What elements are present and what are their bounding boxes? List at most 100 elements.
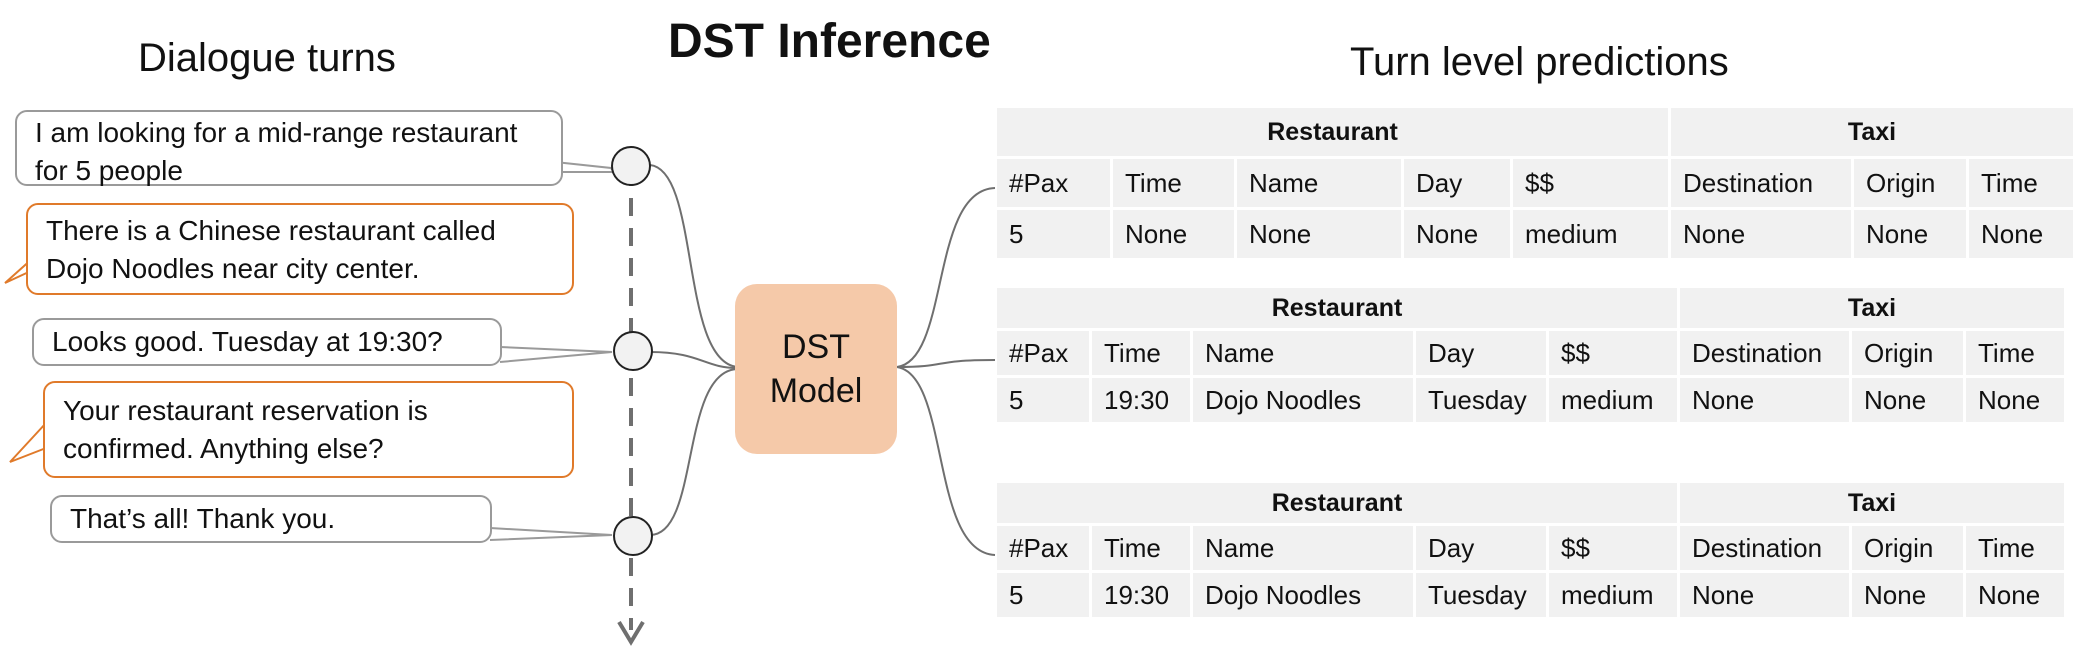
turn-2-line-1: There is a Chinese restaurant called [46, 215, 496, 246]
model-label-line-1: DST [781, 328, 850, 366]
model-to-table-3 [896, 366, 996, 556]
table-value-cell: 19:30 [1092, 378, 1190, 422]
table-value-cell: None [1852, 378, 1963, 422]
prediction-table-1: Restaurant Taxi #Pax Time Name Day $$ De… [994, 105, 2076, 261]
table-header-cell: $$ [1513, 159, 1668, 207]
dialogue-turn-4: Your restaurant reservation is confirmed… [43, 381, 574, 478]
table-2-value-row: 5 19:30 Dojo Noodles Tuesday medium None… [997, 378, 2064, 422]
model-to-table-1 [896, 187, 996, 368]
table-value-cell: None [1671, 210, 1851, 258]
table-1-domain-row: Restaurant Taxi [997, 108, 2073, 156]
table-value-cell: None [1852, 573, 1963, 617]
table-value-cell: None [1680, 378, 1849, 422]
table-value-cell: None [1237, 210, 1401, 258]
table-value-cell: medium [1549, 378, 1677, 422]
table-value-cell: Tuesday [1416, 573, 1546, 617]
table-value-cell: Dojo Noodles [1193, 378, 1413, 422]
table-3-domain-restaurant: Restaurant [997, 483, 1677, 523]
dialogue-turn-2: There is a Chinese restaurant called Doj… [26, 203, 574, 295]
table-header-cell: Time [1969, 159, 2073, 207]
turn-4-line-2: confirmed. Anything else? [63, 433, 384, 464]
table-header-cell: Time [1966, 331, 2064, 375]
dialogue-turn-1: I am looking for a mid-range restaurant … [15, 110, 563, 186]
predictions-heading: Turn level predictions [1350, 40, 1729, 84]
turn-4-tail [9, 422, 47, 463]
table-3-domain-taxi: Taxi [1680, 483, 2064, 523]
table-header-cell: $$ [1549, 331, 1677, 375]
prediction-table-3: Restaurant Taxi #Pax Time Name Day $$ De… [994, 480, 2067, 620]
turn-5-to-model [649, 368, 738, 536]
table-3-domain-row: Restaurant Taxi [997, 483, 2064, 523]
table-value-cell: None [1854, 210, 1966, 258]
table-header-cell: Destination [1680, 331, 1849, 375]
prediction-table-2: Restaurant Taxi #Pax Time Name Day $$ De… [994, 285, 2067, 425]
table-value-cell: 5 [997, 573, 1089, 617]
table-value-cell: None [1966, 378, 2064, 422]
turn-3-line-1: Looks good. Tuesday at 19:30? [52, 326, 443, 357]
table-2-domain-row: Restaurant Taxi [997, 288, 2064, 328]
table-header-cell: Origin [1852, 526, 1963, 570]
dialogue-heading: Dialogue turns [138, 36, 396, 80]
turn-node-2 [613, 331, 653, 371]
table-header-cell: #Pax [997, 331, 1089, 375]
diagram-title: DST Inference [668, 15, 991, 68]
dialogue-turn-5: That’s all! Thank you. [50, 495, 492, 543]
table-header-cell: Time [1092, 331, 1190, 375]
table-value-cell: 19:30 [1092, 573, 1190, 617]
table-1-header-row: #Pax Time Name Day $$ Destination Origin… [997, 159, 2073, 207]
table-1-domain-restaurant: Restaurant [997, 108, 1668, 156]
turn-5-connector [489, 527, 613, 541]
table-header-cell: Time [1113, 159, 1234, 207]
table-value-cell: 5 [997, 210, 1110, 258]
turn-1-line-2: for 5 people [35, 155, 183, 186]
table-1-value-row: 5 None None None medium None None None [997, 210, 2073, 258]
table-value-cell: Dojo Noodles [1193, 573, 1413, 617]
turn-4-line-1: Your restaurant reservation is [63, 395, 428, 426]
table-3-value-row: 5 19:30 Dojo Noodles Tuesday medium None… [997, 573, 2064, 617]
table-value-cell: None [1680, 573, 1849, 617]
table-header-cell: #Pax [997, 526, 1089, 570]
table-2-domain-restaurant: Restaurant [997, 288, 1677, 328]
table-header-cell: Time [1092, 526, 1190, 570]
table-value-cell: medium [1549, 573, 1677, 617]
table-value-cell: None [1969, 210, 2073, 258]
table-header-cell: Destination [1671, 159, 1851, 207]
model-to-table-2 [896, 359, 996, 368]
dialogue-turn-3: Looks good. Tuesday at 19:30? [32, 318, 502, 366]
table-header-cell: #Pax [997, 159, 1110, 207]
table-header-cell: Destination [1680, 526, 1849, 570]
table-value-cell: None [1113, 210, 1234, 258]
table-3-header-row: #Pax Time Name Day $$ Destination Origin… [997, 526, 2064, 570]
table-header-cell: Name [1193, 526, 1413, 570]
timeline-arrowhead [617, 620, 645, 646]
turn-1-line-1: I am looking for a mid-range restaurant [35, 117, 518, 148]
table-header-cell: Day [1416, 526, 1546, 570]
turn-1-to-model [649, 164, 738, 368]
turn-2-line-2: Dojo Noodles near city center. [46, 253, 420, 284]
table-header-cell: Name [1237, 159, 1401, 207]
table-2-domain-taxi: Taxi [1680, 288, 2064, 328]
turn-node-3 [613, 516, 653, 556]
turn-node-1 [611, 146, 651, 186]
table-2-header-row: #Pax Time Name Day $$ Destination Origin… [997, 331, 2064, 375]
table-header-cell: Name [1193, 331, 1413, 375]
turn-3-to-model [649, 351, 738, 369]
table-value-cell: None [1404, 210, 1510, 258]
table-value-cell: None [1966, 573, 2064, 617]
turn-1-connector [554, 161, 616, 173]
table-header-cell: Time [1966, 526, 2064, 570]
table-value-cell: medium [1513, 210, 1668, 258]
table-value-cell: Tuesday [1416, 378, 1546, 422]
turn-5-line-1: That’s all! Thank you. [70, 503, 336, 534]
dst-model-box: DST Model [735, 284, 897, 454]
table-value-cell: 5 [997, 378, 1089, 422]
table-1-domain-taxi: Taxi [1671, 108, 2073, 156]
table-header-cell: $$ [1549, 526, 1677, 570]
table-header-cell: Day [1416, 331, 1546, 375]
turn-3-connector [499, 346, 613, 363]
table-header-cell: Origin [1854, 159, 1966, 207]
table-header-cell: Origin [1852, 331, 1963, 375]
table-header-cell: Day [1404, 159, 1510, 207]
model-label-line-2: Model [769, 372, 863, 410]
